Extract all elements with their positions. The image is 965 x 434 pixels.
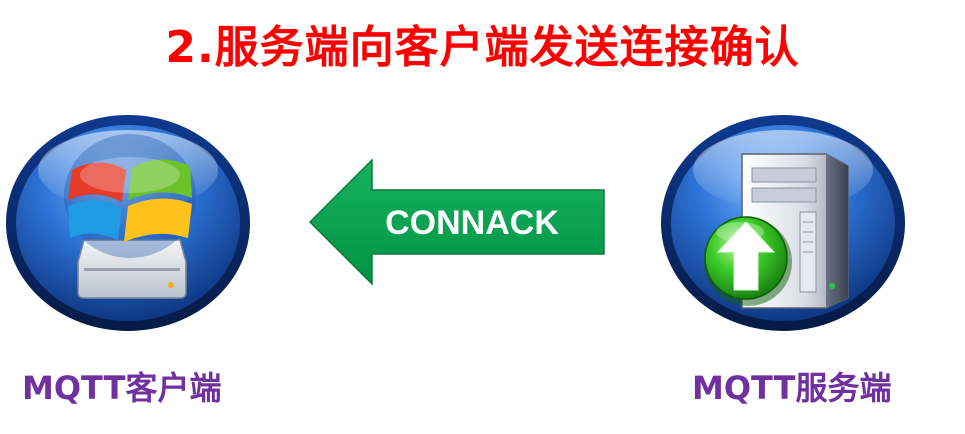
client-label: MQTT客户端 [22, 369, 222, 407]
server-label: MQTT服务端 [692, 369, 892, 407]
windows-drive-icon [64, 134, 196, 299]
server-node [661, 115, 905, 331]
arrow-shape [308, 158, 605, 286]
connack-arrow: CONNACK [308, 158, 605, 286]
client-node [6, 115, 250, 331]
page-title: 2.服务端向客户端发送连接确认 [165, 22, 800, 73]
server-upload-icon [704, 153, 849, 309]
arrow-label: CONNACK [385, 204, 559, 242]
